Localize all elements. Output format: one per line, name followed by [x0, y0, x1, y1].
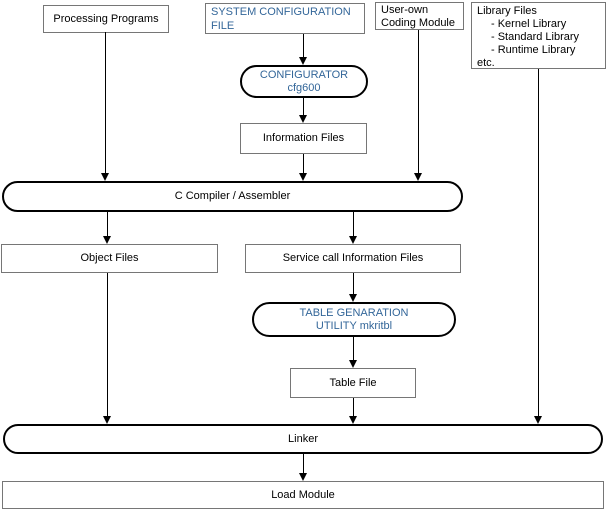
table-file-label: Table File — [329, 376, 377, 389]
node-user-own-coding-module: User-own Coding Module — [375, 2, 464, 30]
arrow-shaft — [303, 154, 304, 174]
node-configurator: CONFIGURATOR cfg600 — [240, 65, 368, 98]
node-table-generation-utility: TABLE GENARATION UTILITY mkritbl — [252, 302, 456, 337]
table-generation-utility-label-line1: TABLE GENARATION — [299, 306, 409, 319]
information-files-label: Information Files — [262, 132, 345, 144]
arrow-system-configuration-file-to-configurator — [299, 34, 308, 65]
configurator-label-line1: CONFIGURATOR — [259, 68, 349, 81]
arrowhead-down-icon — [349, 416, 357, 424]
arrow-shaft — [107, 273, 108, 417]
library-files-item-runtime: - Runtime Library — [491, 44, 576, 56]
node-library-files: Library Files - Kernel Library - Standar… — [471, 2, 606, 69]
arrow-object-files-to-linker — [103, 273, 112, 424]
node-load-module: Load Module — [2, 481, 604, 509]
arrowhead-down-icon — [414, 173, 422, 181]
arrow-linker-to-load-module — [299, 454, 308, 481]
processing-programs-label: Processing Programs — [53, 12, 159, 25]
configurator-label-line2: cfg600 — [287, 81, 321, 94]
arrowhead-down-icon — [299, 115, 307, 123]
node-object-files: Object Files — [1, 244, 218, 273]
arrowhead-down-icon — [299, 173, 307, 181]
library-files-item-standard: - Standard Library — [491, 31, 580, 43]
arrow-shaft — [303, 454, 304, 474]
arrow-c-compiler-to-object-files — [103, 212, 112, 244]
system-configuration-file-label-line1: SYSTEM CONFIGURATION — [211, 6, 351, 18]
node-information-files: Information Files — [240, 123, 367, 154]
arrow-shaft — [538, 69, 539, 417]
linker-label: Linker — [288, 432, 318, 445]
arrow-library-files-to-linker — [534, 69, 543, 424]
arrowhead-down-icon — [349, 360, 357, 368]
arrowhead-down-icon — [299, 57, 307, 65]
arrow-c-compiler-to-service-call-information-files — [349, 212, 358, 244]
system-configuration-file-label-line2: FILE — [211, 20, 235, 32]
user-own-coding-module-label-line1: User-own — [381, 4, 429, 16]
node-table-file: Table File — [290, 368, 416, 398]
library-files-item-kernel: - Kernel Library — [491, 18, 567, 30]
arrow-shaft — [353, 398, 354, 417]
arrow-shaft — [107, 212, 108, 237]
arrowhead-down-icon — [349, 236, 357, 244]
arrow-shaft — [418, 30, 419, 174]
arrowhead-down-icon — [349, 294, 357, 302]
arrow-shaft — [303, 34, 304, 58]
arrow-shaft — [353, 212, 354, 237]
arrowhead-down-icon — [534, 416, 542, 424]
node-service-call-information-files: Service call Information Files — [245, 244, 461, 273]
arrow-service-call-information-files-to-table-generation-utility — [349, 273, 358, 302]
arrow-configurator-to-information-files — [299, 98, 308, 123]
arrow-shaft — [353, 337, 354, 361]
arrow-table-file-to-linker — [349, 398, 358, 424]
arrowhead-down-icon — [103, 416, 111, 424]
user-own-coding-module-label-line2: Coding Module — [381, 17, 455, 29]
arrow-user-own-coding-module-to-c-compiler — [414, 30, 423, 181]
arrow-table-generation-utility-to-table-file — [349, 337, 358, 368]
node-processing-programs: Processing Programs — [43, 5, 169, 33]
arrow-information-files-to-c-compiler — [299, 154, 308, 181]
arrow-shaft — [105, 32, 106, 174]
arrow-processing-programs-to-c-compiler — [101, 32, 110, 181]
load-module-label: Load Module — [271, 488, 335, 501]
arrowhead-down-icon — [101, 173, 109, 181]
node-linker: Linker — [3, 424, 603, 454]
arrowhead-down-icon — [299, 473, 307, 481]
node-system-configuration-file: SYSTEM CONFIGURATION FILE — [205, 3, 365, 34]
library-files-etc: etc. — [477, 57, 495, 69]
object-files-label: Object Files — [80, 252, 139, 264]
c-compiler-assembler-label: C Compiler / Assembler — [174, 190, 291, 202]
arrow-shaft — [303, 98, 304, 116]
arrowhead-down-icon — [103, 236, 111, 244]
node-c-compiler-assembler: C Compiler / Assembler — [2, 181, 463, 212]
table-generation-utility-label-line2: UTILITY mkritbl — [315, 319, 393, 332]
service-call-information-files-label: Service call Information Files — [282, 252, 424, 264]
arrow-shaft — [353, 273, 354, 295]
library-files-label: Library Files — [477, 5, 537, 17]
